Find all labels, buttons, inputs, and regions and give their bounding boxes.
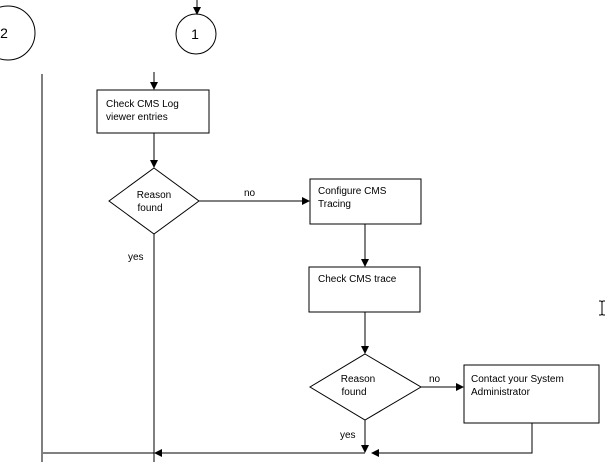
decision-reason-found-1: Reason found	[108, 167, 200, 235]
decision-1-line2: found	[137, 203, 162, 214]
decision-reason-found-2: Reason found	[309, 353, 422, 421]
box-check-trace-line1: Check CMS trace	[318, 274, 397, 285]
edge-label-yes-2: yes	[340, 430, 356, 441]
connector-label-1: 1	[191, 26, 199, 42]
box-configure-cms-tracing: Configure CMS Tracing	[309, 178, 422, 225]
edge-label-yes-1: yes	[128, 252, 144, 263]
decision-2-line2: found	[341, 387, 366, 398]
box-check-cms-log: Check CMS Log viewer entries	[96, 89, 210, 134]
box-contact-administrator: Contact your System Administrator	[463, 364, 600, 424]
connector-circle-2: 2	[0, 5, 36, 61]
connector-circle-1: 1	[175, 0, 217, 55]
connector-label-2: 2	[0, 25, 8, 41]
box-contact-line1: Contact your System	[471, 374, 564, 385]
line-contact-to-bottom	[371, 423, 533, 457]
edge-label-no-2: no	[429, 374, 441, 385]
box-configure-line2: Tracing	[318, 199, 351, 210]
box-check-cms-log-line1: Check CMS Log	[106, 99, 179, 110]
decision-1-line1: Reason	[137, 190, 171, 201]
box-configure-line1: Configure CMS	[318, 186, 387, 197]
decision-2-line1: Reason	[341, 374, 375, 385]
box-contact-line2: Administrator	[471, 387, 531, 398]
text-cursor-icon	[599, 300, 605, 316]
edge-label-no-1: no	[244, 188, 256, 199]
box-check-cms-log-line2: viewer entries	[106, 112, 168, 123]
box-check-cms-trace: Check CMS trace	[308, 266, 421, 313]
